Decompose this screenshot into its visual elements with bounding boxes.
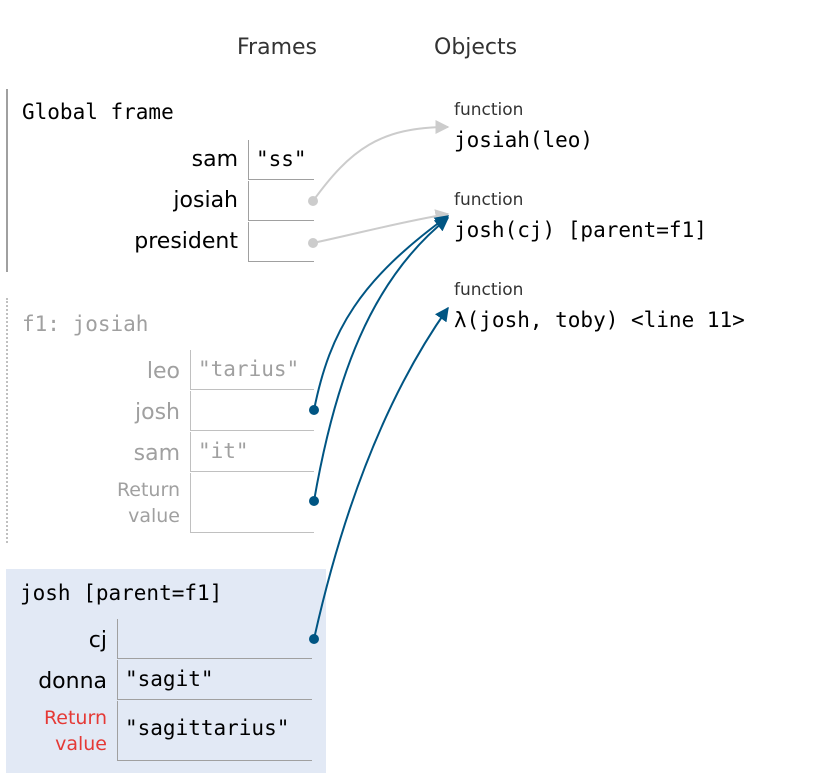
pointer-president-to-josh-function — [312, 209, 450, 244]
josh-var-row-cj: cj — [6, 619, 326, 659]
f1-var-row-josh: josh — [8, 391, 328, 431]
var-name-sam: sam — [191, 147, 238, 172]
return-label-line1-josh: Return — [43, 707, 107, 729]
var-value-donna: "sagit" — [125, 667, 214, 691]
var-box-sam — [248, 140, 314, 180]
var-name-cj: cj — [88, 628, 107, 653]
f1-frame: f1: josiah leo "tarius" josh sam "it" Re… — [6, 298, 328, 543]
pointer-josiah-to-function — [312, 120, 450, 202]
object-josiah-function: josiah(leo) — [454, 128, 594, 152]
josh-var-row-return: Return value "sagittarius" — [6, 701, 326, 761]
objects-header: Objects — [434, 35, 518, 60]
global-var-row-sam: sam "ss" — [8, 140, 328, 180]
frames-header: Frames — [237, 35, 318, 60]
global-var-row-president: president — [8, 222, 328, 262]
var-name-josiah: josiah — [173, 188, 238, 213]
object-label-josh: function — [454, 190, 524, 210]
var-name-josh: josh — [135, 400, 180, 425]
return-label-line2-josh: value — [55, 733, 107, 755]
var-box-sam-f1 — [190, 432, 314, 472]
f1-var-row-sam: sam "it" — [8, 432, 328, 472]
object-label-lambda: function — [454, 280, 524, 300]
f1-var-row-return: Return value — [8, 473, 328, 533]
pointer-f1-return-to-josh-function — [313, 217, 450, 502]
object-label-josiah: function — [454, 100, 524, 120]
var-box-return-f1 — [190, 473, 314, 533]
global-var-row-josiah: josiah — [8, 181, 328, 221]
var-name-president: president — [134, 229, 238, 254]
var-box-josiah — [248, 181, 314, 221]
josh-frame: josh [parent=f1] cj donna "sagit" Return… — [6, 569, 326, 773]
var-name-return-f1: Return value — [0, 477, 180, 529]
f1-frame-title: f1: josiah — [22, 312, 149, 336]
var-value-return-josh: "sagittarius" — [125, 716, 290, 740]
object-lambda-function: λ(josh, toby) <line 11> — [454, 308, 745, 332]
pointer-cj-to-lambda-function — [313, 306, 449, 640]
return-label-line2: value — [128, 505, 180, 527]
object-josh-function: josh(cj) [parent=f1] — [454, 218, 707, 242]
var-name-donna: donna — [38, 669, 107, 694]
var-box-return-josh — [117, 701, 312, 761]
return-label-line1: Return — [116, 479, 180, 501]
var-name-sam-f1: sam — [133, 441, 180, 466]
f1-var-row-leo: leo "tarius" — [8, 350, 328, 390]
var-box-leo — [190, 350, 314, 390]
var-name-return-josh: Return value — [0, 705, 107, 757]
var-name-leo: leo — [146, 359, 180, 384]
var-box-president — [248, 222, 314, 262]
josh-frame-title: josh [parent=f1] — [20, 581, 223, 605]
var-box-cj — [117, 619, 312, 659]
josh-var-row-donna: donna "sagit" — [6, 660, 326, 700]
var-value-leo: "tarius" — [198, 357, 300, 381]
var-value-sam-f1: "it" — [198, 439, 249, 463]
var-box-josh — [190, 391, 314, 431]
global-frame-title: Global frame — [22, 100, 174, 124]
pointer-f1-josh-to-josh-function — [313, 215, 450, 411]
var-value-sam: "ss" — [256, 147, 307, 171]
var-box-donna — [117, 660, 312, 700]
global-frame: Global frame sam "ss" josiah president — [6, 89, 328, 272]
